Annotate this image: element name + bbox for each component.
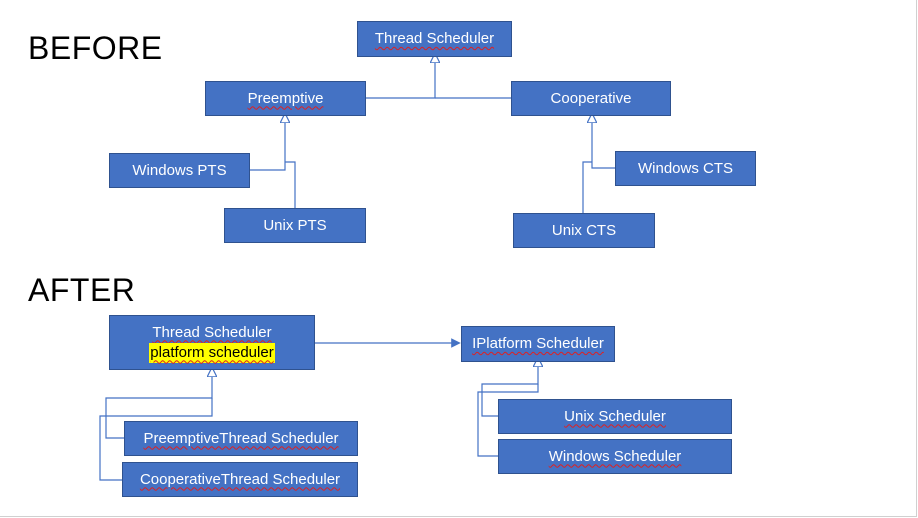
- preemptive-label: Preemptive: [247, 89, 324, 107]
- cooperative-thread-scheduler-box[interactable]: CooperativeThread Scheduler: [122, 462, 358, 497]
- platform-scheduler-field: platform scheduler: [149, 342, 275, 363]
- before-thread-scheduler-box[interactable]: Thread Scheduler: [357, 21, 512, 57]
- preemptive-thread-scheduler-box[interactable]: PreemptiveThread Scheduler: [124, 421, 358, 456]
- preemptive-thread-scheduler-label: PreemptiveThread Scheduler: [143, 429, 339, 447]
- windows-pts-label: Windows PTS: [132, 161, 227, 179]
- unix-scheduler-box[interactable]: Unix Scheduler: [498, 399, 732, 434]
- before-thread-scheduler-label: Thread Scheduler: [374, 30, 495, 47]
- cooperative-label: Cooperative: [550, 89, 632, 107]
- cooperative-box[interactable]: Cooperative: [511, 81, 671, 116]
- unix-cts-box[interactable]: Unix CTS: [513, 213, 655, 248]
- unix-scheduler-label: Unix Scheduler: [564, 407, 666, 425]
- preemptive-box[interactable]: Preemptive: [205, 81, 366, 116]
- section-title-after: AFTER: [28, 272, 136, 308]
- windows-scheduler-box[interactable]: Windows Scheduler: [498, 439, 732, 474]
- cooperative-thread-scheduler-label: CooperativeThread Scheduler: [139, 470, 341, 488]
- after-thread-scheduler-box[interactable]: Thread Scheduler platform scheduler: [109, 315, 315, 370]
- iplatform-scheduler-box[interactable]: IPlatform Scheduler: [461, 326, 615, 362]
- unix-pts-box[interactable]: Unix PTS: [224, 208, 366, 243]
- windows-pts-box[interactable]: Windows PTS: [109, 153, 250, 188]
- iplatform-scheduler-label: IPlatform Scheduler: [472, 335, 604, 352]
- windows-cts-box[interactable]: Windows CTS: [615, 151, 756, 186]
- windows-cts-label: Windows CTS: [637, 159, 734, 177]
- after-thread-scheduler-label: Thread Scheduler: [152, 323, 272, 341]
- windows-scheduler-label: Windows Scheduler: [548, 447, 682, 465]
- unix-cts-label: Unix CTS: [551, 221, 617, 239]
- unix-pts-label: Unix PTS: [263, 216, 327, 234]
- section-title-before: BEFORE: [28, 30, 163, 66]
